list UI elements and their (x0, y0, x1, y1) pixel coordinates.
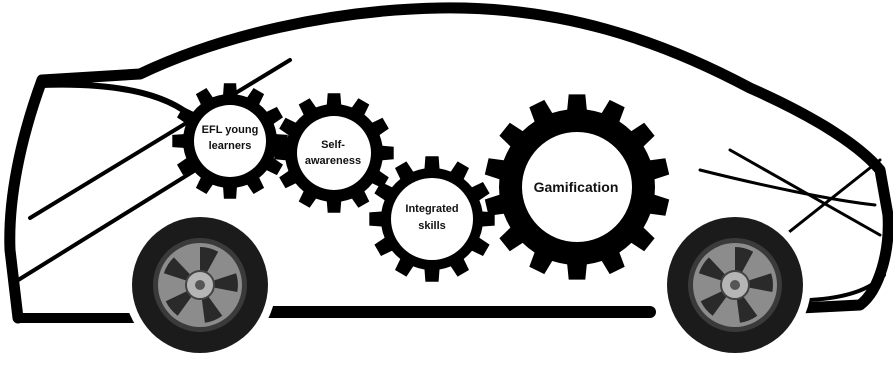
efl-label-line-1: EFL young (202, 124, 259, 136)
gear-efl (172, 83, 288, 199)
car-roof-line (4, 2, 893, 324)
front-wheel-spoke-gap (735, 273, 773, 292)
car-front-bumper (808, 273, 886, 302)
front-wheel-hub-cap (730, 280, 740, 290)
gear-label-gamification: Gamification (534, 179, 619, 195)
gear-integrated (369, 156, 495, 282)
gear-gamification-face (522, 132, 632, 242)
front-wheel (659, 209, 811, 361)
car-hood-line (698, 168, 877, 207)
gear-label-efl: EFL young learners (202, 124, 259, 152)
gear-label-self: Self- awareness (305, 139, 361, 167)
gear-integrated-face (391, 178, 473, 260)
car-window-line (37, 81, 203, 128)
rear-wheel (124, 209, 276, 361)
integrated-label-line-2: skills (418, 220, 446, 232)
gear-self-face (297, 116, 371, 190)
gamification-label: Gamification (534, 179, 619, 195)
efl-label-line-2: learners (209, 140, 252, 152)
integrated-label-line-1: Integrated (405, 203, 458, 215)
rear-wheel-spoke-gap (200, 273, 238, 292)
rear-wheel-hub-cap (195, 280, 205, 290)
car-door-line (28, 58, 292, 220)
car-body-outline (4, 2, 893, 324)
self-label-line-1: Self- (321, 139, 345, 151)
gear-gamification (484, 94, 670, 280)
gear-label-integrated: Integrated skills (405, 203, 458, 232)
gear-self (274, 93, 394, 213)
self-label-line-2: awareness (305, 155, 361, 167)
gear-efl-face (194, 105, 266, 177)
